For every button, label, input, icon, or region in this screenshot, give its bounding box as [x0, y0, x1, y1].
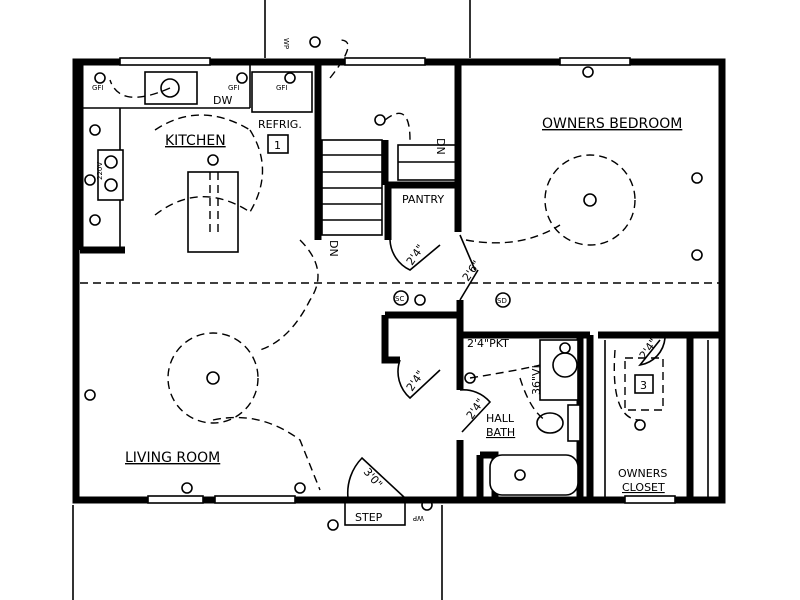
refrig-label: REFRIG. [258, 118, 302, 131]
outlet-symbol [582, 66, 594, 78]
kitchen-island [187, 171, 239, 253]
outlet-symbol [84, 174, 96, 186]
step-label: STEP [355, 511, 383, 524]
windows [119, 57, 676, 504]
outlet-symbol [84, 389, 96, 401]
door-size-hall-closet: 2'4" [404, 368, 427, 394]
step [344, 499, 406, 526]
outlet-symbol [236, 72, 248, 84]
outlet-symbol [207, 154, 219, 166]
vanity-label: 36"VI [530, 365, 543, 395]
door-size-bedroom: 2'6" [460, 258, 483, 284]
outlet-symbol [374, 114, 386, 126]
outlet-symbol [691, 249, 703, 261]
room-label-owners-closet: OWNERS [618, 467, 667, 480]
outlet-symbol [284, 72, 296, 84]
wp-label: WP [282, 38, 290, 49]
outlet-symbol [327, 519, 339, 531]
outlet-symbol [514, 469, 526, 481]
door-size-pantry: 2'4" [404, 242, 427, 268]
gfi-label: GFI [92, 84, 104, 92]
outlet-symbol [421, 499, 433, 511]
outlet-symbol [414, 294, 426, 306]
interior-walls [76, 62, 722, 500]
key-3: 3 [640, 379, 647, 392]
toilet [536, 412, 564, 434]
key-box-1 [267, 134, 289, 154]
kitchen-cabinets [80, 65, 313, 253]
outlet-symbol [294, 482, 306, 494]
dw-label: DW [213, 94, 232, 107]
room-label-kitchen: KITCHEN [165, 133, 226, 149]
refrigerator [251, 71, 313, 113]
wp-label: WP [413, 514, 424, 522]
exterior-wall [72, 58, 726, 504]
bathtub [489, 454, 579, 496]
ceiling-fan-icon [167, 154, 636, 424]
stair-dn-label: DN [434, 138, 447, 155]
room-label-owners-closet-2: CLOSET [622, 481, 665, 494]
range-220v-label: 220V [96, 162, 104, 180]
outlet-symbol [89, 214, 101, 226]
room-label-owners-bedroom: OWNERS BEDROOM [542, 116, 682, 132]
room-label-living-room: LIVING ROOM [125, 450, 220, 466]
smoke-co-label: SC [395, 295, 404, 303]
outlet-symbol [464, 372, 476, 384]
pocket-door-label: 2'4"PKT [467, 337, 509, 350]
room-label-pantry: PANTRY [402, 193, 444, 206]
gfi-label: GFI [228, 84, 240, 92]
sink [144, 71, 198, 105]
bath-fixtures [489, 339, 709, 498]
outlet-symbol [94, 72, 106, 84]
key-box-3 [634, 374, 654, 394]
outlet-symbol [181, 482, 193, 494]
room-label-hall-bath-2: BATH [486, 426, 515, 439]
gfi-label: GFI [276, 84, 288, 92]
stairs [321, 139, 457, 236]
outlet-symbol [559, 342, 571, 354]
outlet-icon [84, 36, 703, 531]
key-1: 1 [274, 139, 281, 152]
doors [344, 234, 666, 526]
outlet-symbol [634, 419, 646, 431]
smoke-detector-label: SD [497, 297, 507, 305]
exterior-lines [72, 0, 471, 600]
outlet-symbol [691, 172, 703, 184]
room-label-hall-bath: HALL [486, 412, 515, 425]
wiring-runs [109, 39, 641, 491]
door-size-entry: 3'0" [361, 466, 385, 491]
outlet-symbol [309, 36, 321, 48]
outlet-symbol [89, 124, 101, 136]
stair-dn-label: DN [327, 240, 340, 257]
